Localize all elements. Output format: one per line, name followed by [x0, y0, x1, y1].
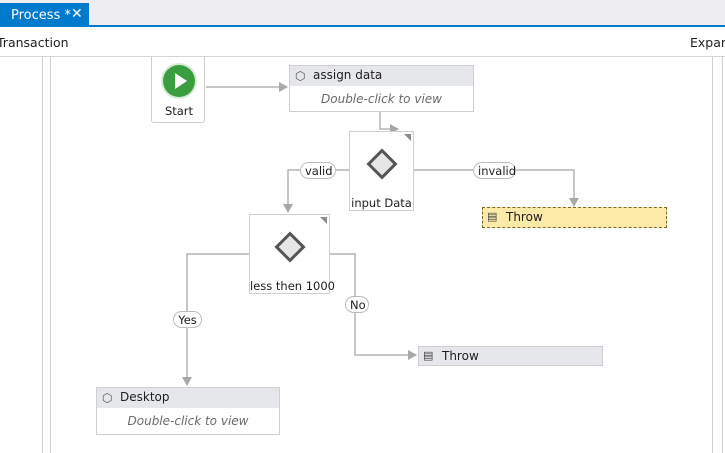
throw-label: Throw: [506, 210, 543, 224]
connector-assign-decision1: [379, 112, 399, 134]
flowchart-canvas: [50, 57, 713, 453]
activity-hint: Double-click to view: [127, 414, 249, 428]
connector-no: [330, 253, 417, 360]
activity-cube-icon: ⬡: [102, 391, 113, 405]
container-border-right: [722, 57, 723, 453]
activity-title: Desktop: [120, 390, 170, 404]
play-icon: [163, 65, 195, 97]
decision-diamond-icon: [274, 231, 306, 263]
activity-header: ⬡ assign data: [290, 66, 473, 86]
tab-title: Process *: [11, 8, 71, 23]
activity-cube-icon: ⬡: [295, 69, 306, 83]
connector-label-valid[interactable]: valid: [300, 162, 336, 179]
document-tab-strip: Process * ✕: [0, 0, 725, 27]
expand-all-link[interactable]: Expan: [690, 35, 725, 50]
start-label: Start: [164, 104, 194, 118]
container-border-left: [42, 57, 43, 453]
decision-label: less then 1000: [250, 279, 335, 293]
decision-less-then-1000[interactable]: less then 1000: [249, 214, 335, 294]
activity-throw[interactable]: ▤ Throw: [418, 346, 603, 366]
start-node[interactable]: Start: [151, 57, 205, 123]
activity-header: ⬡ Desktop: [97, 388, 279, 408]
activity-title: assign data: [313, 68, 383, 82]
activity-hint: Double-click to view: [321, 92, 442, 106]
breadcrumb-item-transaction[interactable]: Transaction: [0, 35, 69, 50]
expand-corner-icon: [404, 134, 411, 141]
activity-desktop[interactable]: ⬡ Desktop Double-click to view: [96, 387, 280, 435]
throw-icon: ▤: [423, 349, 434, 362]
connector-yes: [182, 253, 249, 386]
decision-label: input Data: [351, 196, 412, 210]
throw-icon: ▤: [487, 210, 498, 223]
connector-label-no[interactable]: No: [345, 296, 369, 313]
throw-label: Throw: [442, 349, 479, 363]
connector-label-yes[interactable]: Yes: [173, 311, 202, 328]
connector-label-invalid[interactable]: invalid: [473, 162, 516, 179]
close-icon[interactable]: ✕: [71, 6, 83, 22]
activity-throw-selected[interactable]: ▤ Throw: [482, 207, 667, 228]
expand-corner-icon: [320, 217, 327, 224]
tab-process[interactable]: Process * ✕: [0, 3, 89, 27]
decision-input-data[interactable]: input Data: [349, 131, 414, 211]
decision-diamond-icon: [366, 148, 398, 180]
activity-assign-data[interactable]: ⬡ assign data Double-click to view: [289, 65, 474, 112]
connector-invalid: [413, 169, 579, 207]
breadcrumb: Transaction Expan: [0, 27, 725, 57]
